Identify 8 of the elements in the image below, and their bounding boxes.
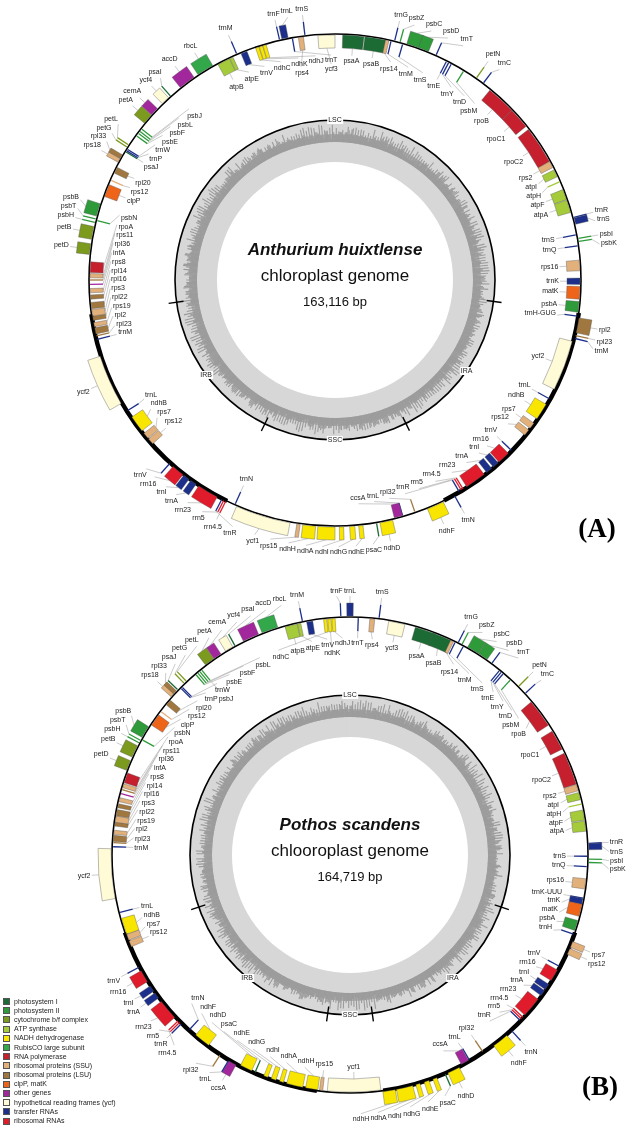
- panel-label: (A): [578, 512, 616, 544]
- genome-species-name: Pothos scandens: [279, 815, 421, 835]
- genome-size-label: 163,116 bp: [302, 293, 368, 309]
- genome-type-label: chloroplast genome: [260, 266, 410, 286]
- genome-species-name: Anthurium huixtlense: [247, 240, 423, 260]
- panel-label: (B): [582, 1070, 618, 1102]
- genome-size-label: 164,719 bp: [317, 868, 383, 884]
- genome-type-label: chlooroplast genome: [271, 841, 429, 861]
